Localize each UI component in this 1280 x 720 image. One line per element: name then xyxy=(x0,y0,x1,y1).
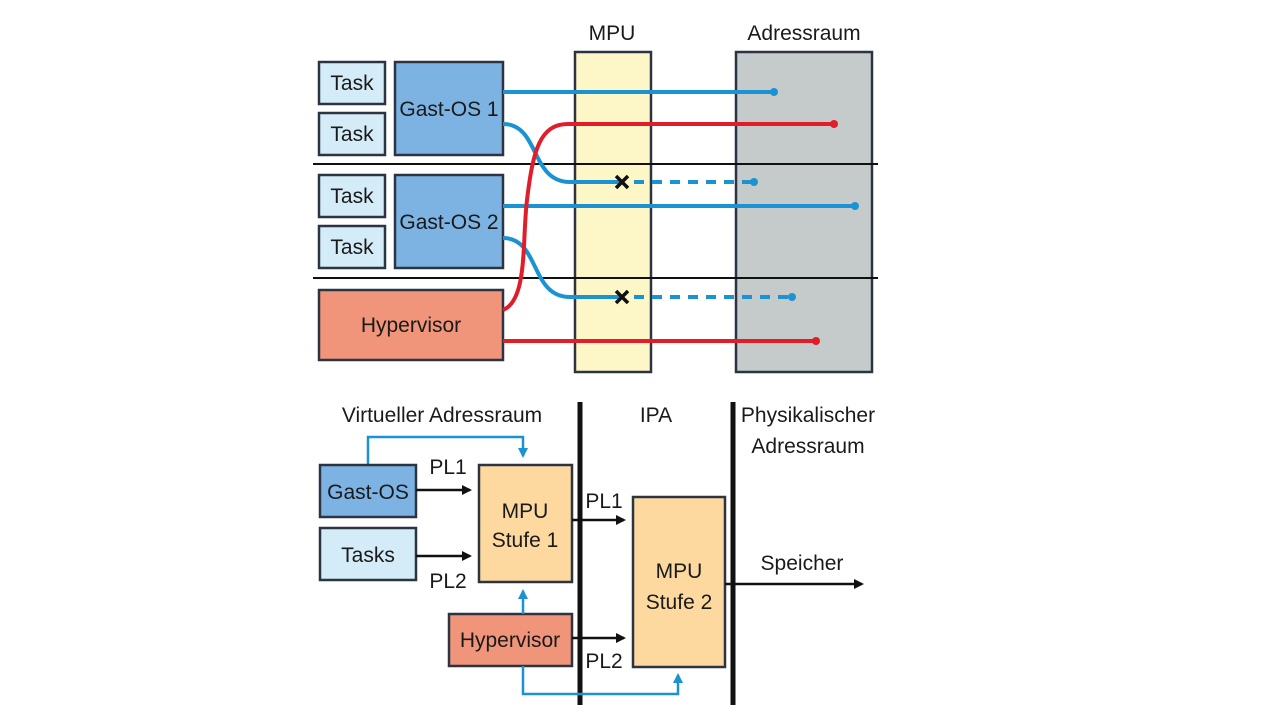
tasks-box xyxy=(318,526,418,582)
task-label-1: Task xyxy=(330,72,374,95)
gast-os-2-blocked-line xyxy=(502,236,622,299)
gast-os-2-allowed-endpoint xyxy=(851,202,859,210)
hypervisor-box xyxy=(317,288,505,362)
speicher-label: Speicher xyxy=(761,552,844,575)
gast-os-config-arrow xyxy=(366,435,528,465)
gast-os-1-allowed-endpoint xyxy=(770,88,778,96)
gast-os-1-label: Gast-OS 1 xyxy=(399,98,498,121)
ipa-label: IPA xyxy=(640,404,672,427)
hypervisor-bottom-label: Hypervisor xyxy=(460,629,560,652)
block-x-icon-1 xyxy=(614,174,630,190)
block-x-icon-2 xyxy=(614,289,630,305)
bottom-diagram: Virtueller Adressraum IPA Physikalischer… xyxy=(318,402,875,705)
physikalischer-label-line1: Physikalischer xyxy=(741,404,875,427)
mpu-stufe-1-box xyxy=(477,463,574,584)
pl2-mid-label: PL2 xyxy=(585,650,622,673)
gast-os-1-blocked-line xyxy=(502,122,622,184)
hypervisor-lower-endpoint xyxy=(812,337,820,345)
mpu-title: MPU xyxy=(589,22,636,45)
pl1-left-label: PL1 xyxy=(429,456,466,479)
hypervisor-upper-line xyxy=(502,122,832,312)
pl2-left-label: PL2 xyxy=(429,570,466,593)
adressraum-title: Adressraum xyxy=(747,22,860,45)
gast-os-2-blocked-endpoint xyxy=(788,293,796,301)
hypervisor-upper-endpoint xyxy=(830,120,838,128)
mpu-stufe-1-label-line2: Stufe 1 xyxy=(492,529,559,552)
task-box-3 xyxy=(317,173,387,219)
adressraum-column xyxy=(734,50,874,374)
mpu-column xyxy=(573,50,653,374)
task-label-4: Task xyxy=(330,236,374,259)
gast-os-1-box xyxy=(393,60,505,157)
gast-os-1-blocked-endpoint xyxy=(750,178,758,186)
gast-os-2-label: Gast-OS 2 xyxy=(399,211,498,234)
pl1-mid-label: PL1 xyxy=(585,490,622,513)
task-box-2 xyxy=(317,111,387,157)
task-label-2: Task xyxy=(330,123,374,146)
mpu-stufe-2-label-line1: MPU xyxy=(656,560,703,583)
task-box-4 xyxy=(317,224,387,270)
mpu-stufe-2-label-line2: Stufe 2 xyxy=(646,591,713,614)
hypervisor-label: Hypervisor xyxy=(361,314,461,337)
mpu-stufe-1-label-line1: MPU xyxy=(502,500,549,523)
hypervisor-bottom-box xyxy=(447,612,574,668)
task-box-1 xyxy=(317,60,387,106)
physikalischer-label-line2: Adressraum xyxy=(751,435,864,458)
top-diagram: MPU Adressraum Task Task Task Task Gast-… xyxy=(313,22,878,374)
mpu-stufe-2-box xyxy=(631,495,727,669)
virtueller-adressraum-label: Virtueller Adressraum xyxy=(342,404,542,427)
tasks-label: Tasks xyxy=(341,544,395,567)
gast-os-2-box xyxy=(393,173,505,270)
hypervisor-to-stufe2-config-arrow xyxy=(521,666,683,696)
gast-os-box xyxy=(318,463,418,519)
gast-os-label: Gast-OS xyxy=(327,481,409,504)
task-label-3: Task xyxy=(330,185,374,208)
